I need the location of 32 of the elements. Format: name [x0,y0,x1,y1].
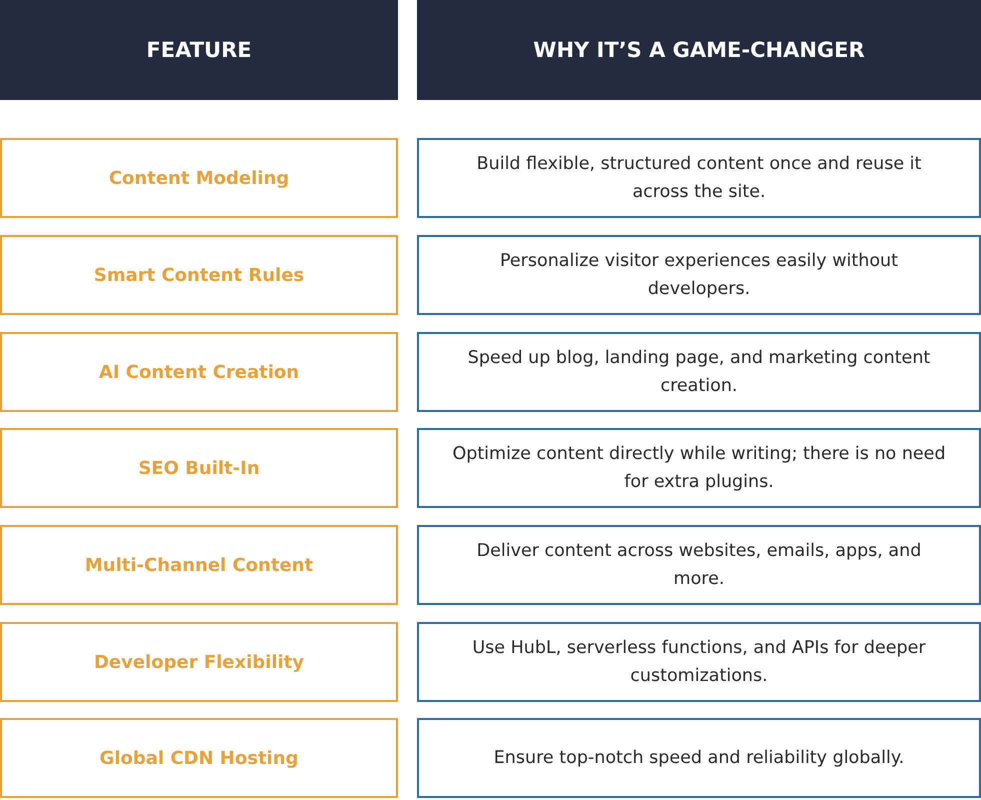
feature-box [0,525,398,605]
description-box [417,525,981,605]
feature-name: Developer Flexibility [94,652,304,672]
description-box [417,622,981,702]
feature-name: SEO Built-In [138,458,260,478]
description-box [417,428,981,508]
feature-box [0,235,398,315]
feature-name: Smart Content Rules [94,264,304,286]
header-box [417,0,981,100]
feature-box [0,622,398,702]
header-box [0,0,398,100]
feature-box [0,332,398,412]
feature-box [0,718,398,798]
description-box [417,138,981,218]
feature-description: Deliver content across websites, emails, apps, and more. [476,540,922,591]
column-header: WHY IT’S A GAME-CHANGER [533,38,865,62]
feature-description: Use HubL, serverless functions, and APIs for deeper customizations. [471,637,927,688]
feature-name: Content Modeling [108,168,290,188]
feature-description: Optimize content directly while writing; there is no need for extra plugins. [451,443,947,494]
feature-description: Ensure top-notch speed and reliability globally. [494,747,904,770]
feature-name: Multi-Channel Content [84,554,314,576]
description-box [417,332,981,412]
feature-name: Global CDN Hosting [100,748,298,768]
description-box [417,718,981,798]
feature-box [0,138,398,218]
feature-description: Speed up blog, landing page, and marketing content creation. [466,347,932,398]
feature-description: Personalize visitor experiences easily without developers. [498,250,899,301]
feature-box [0,428,398,508]
feature-name: AI Content Creation [98,362,300,382]
column-header: FEATURE [146,38,252,62]
description-box [417,235,981,315]
feature-description: Build flexible, structured content once and reuse it across the site. [476,153,922,204]
